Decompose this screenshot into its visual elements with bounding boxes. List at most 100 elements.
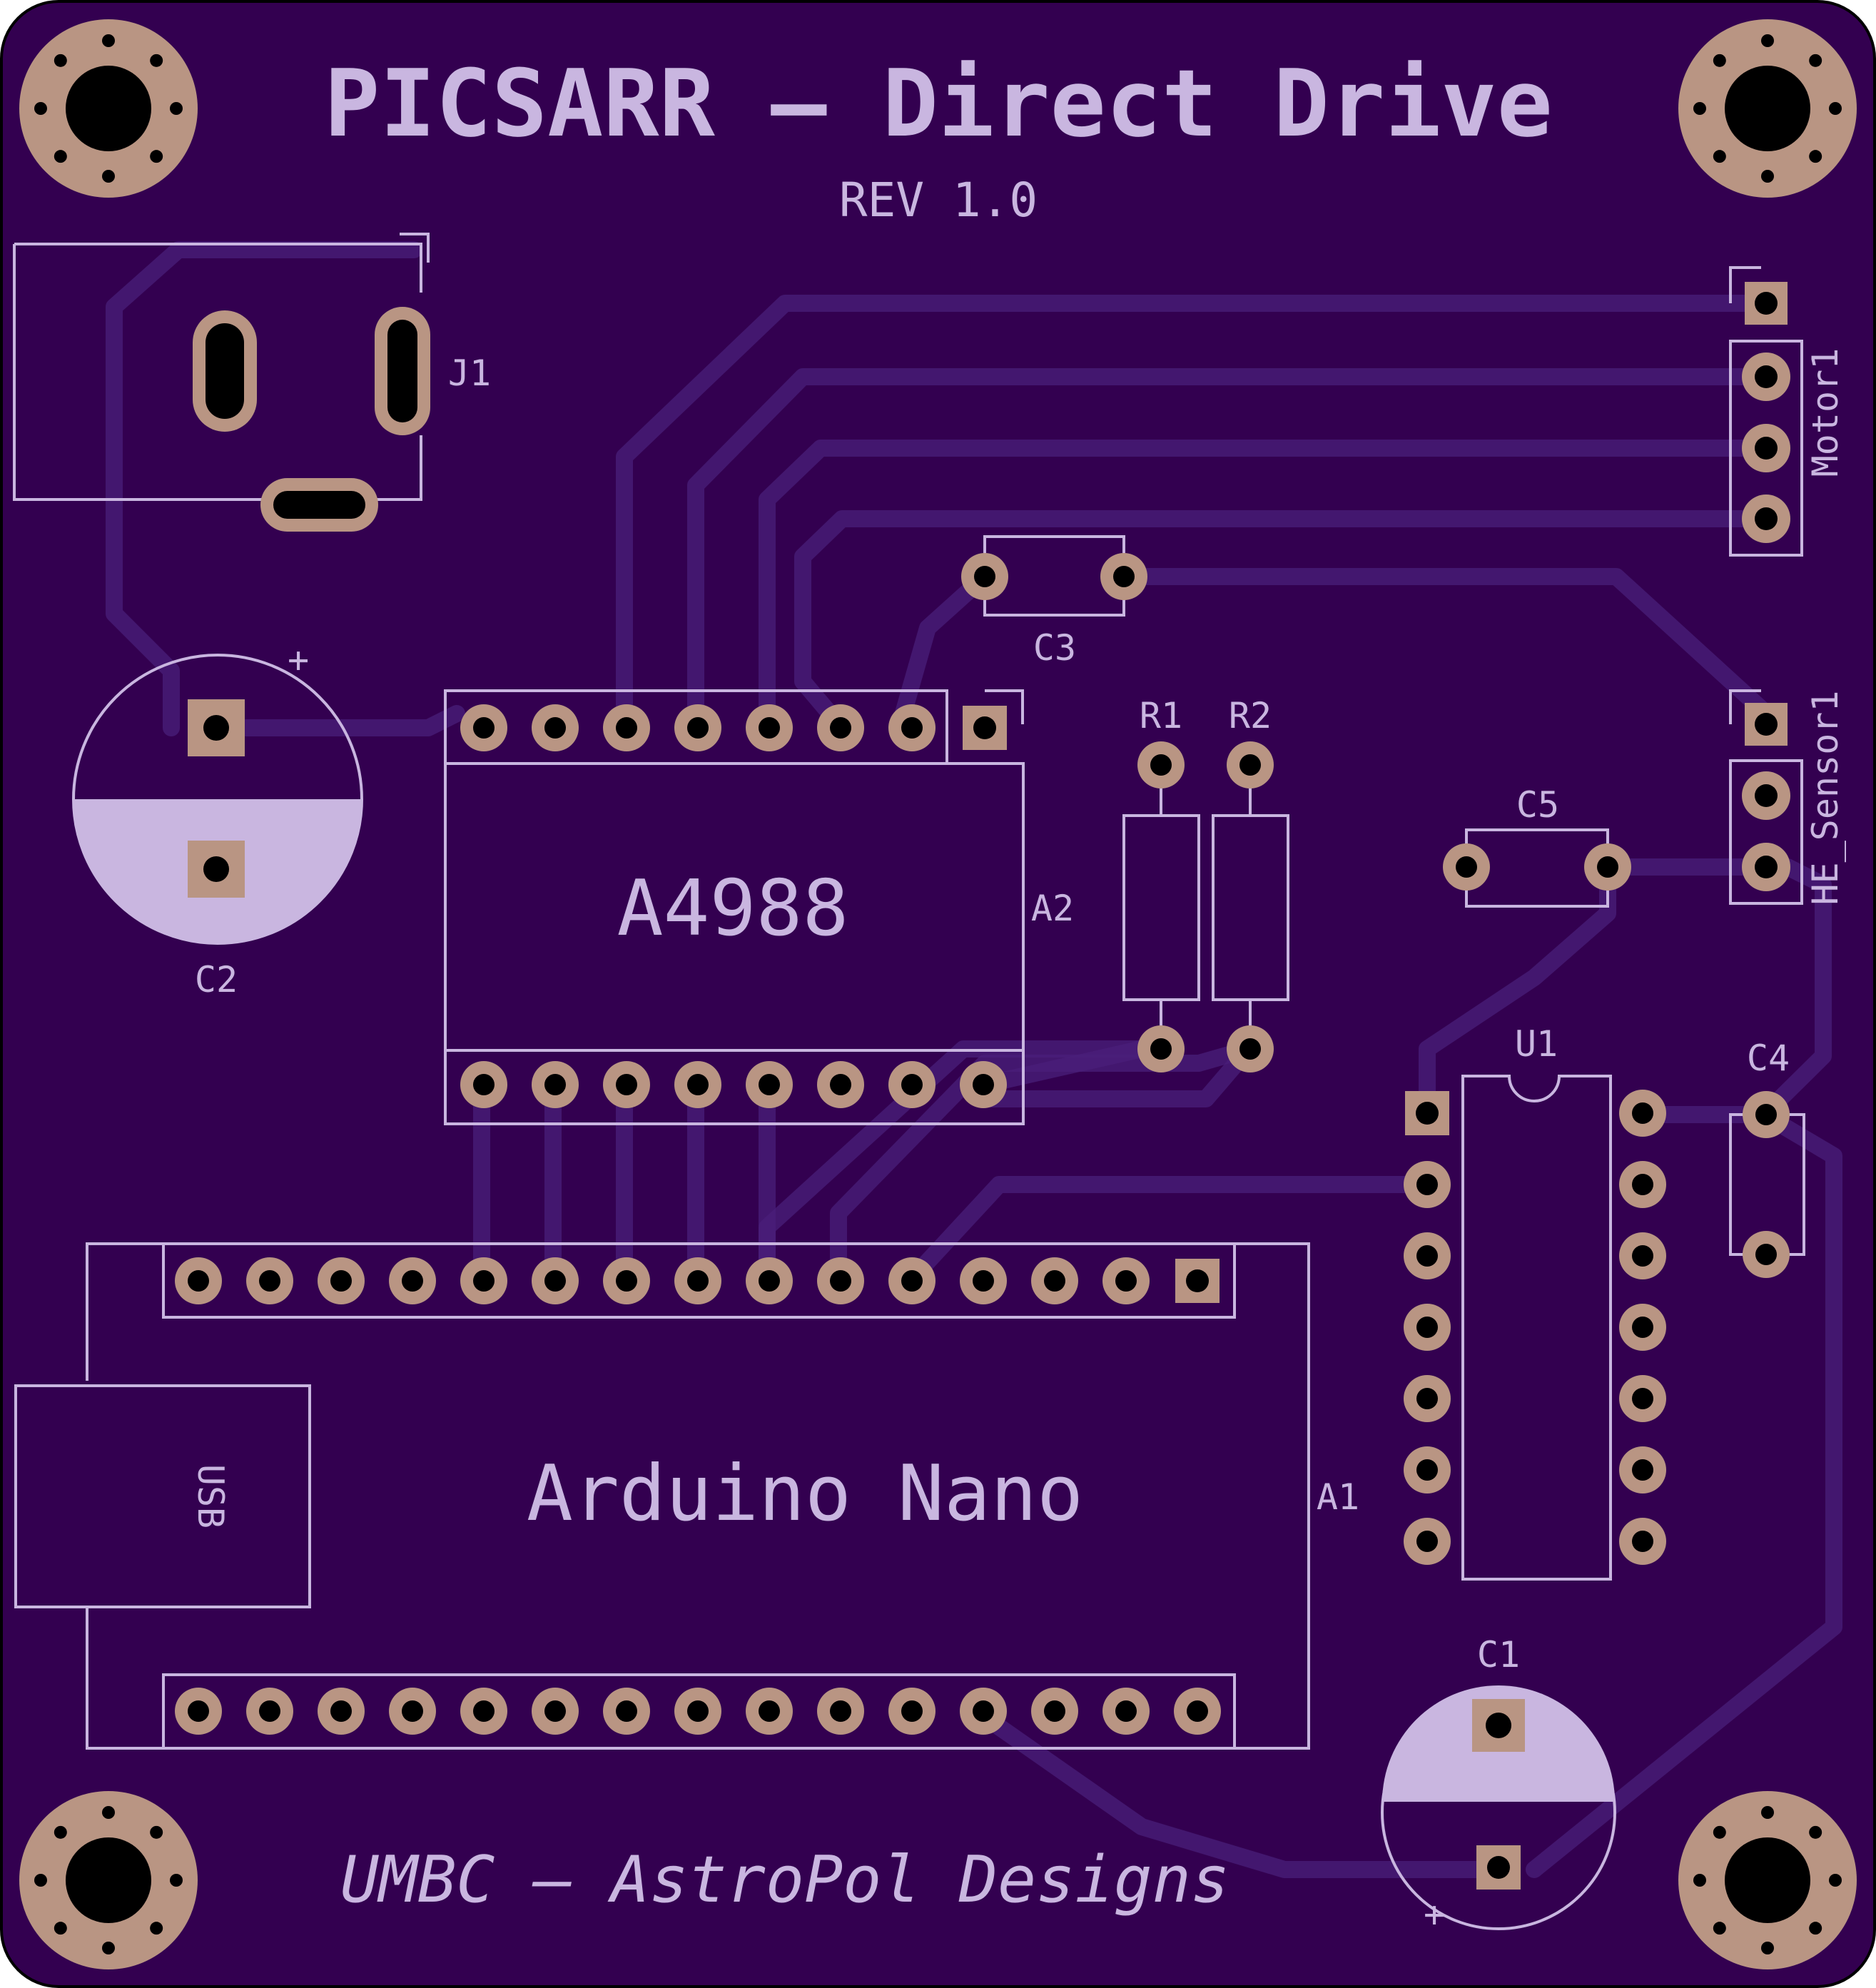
a2-top-pad-5-hole — [759, 717, 780, 739]
mount-tl-via — [170, 102, 183, 115]
a2-top-header — [444, 689, 948, 764]
motor1-pad-3-hole — [1755, 437, 1778, 460]
c4-outline-left — [1729, 1113, 1745, 1256]
a2-bottom-pad-1-hole — [473, 1074, 495, 1095]
motor1-pad-1-hole — [1755, 292, 1778, 315]
a2-bottom-pad-3-hole — [616, 1074, 637, 1095]
a2-bottom-pad-6-hole — [830, 1074, 851, 1095]
a1-top-pad-4-hole — [402, 1270, 423, 1292]
mount-tl-via — [150, 54, 163, 67]
mount-tl-via — [102, 170, 115, 183]
a1-top-pad-14-hole — [1115, 1270, 1137, 1292]
a1-top-pad-9-hole — [759, 1270, 780, 1292]
label-plus-c2: + — [288, 639, 309, 681]
a2-module-outline — [444, 762, 1025, 1125]
mount-tr-via — [1829, 102, 1842, 115]
a1-top-header — [162, 1242, 1236, 1319]
a1-bottom-pad-3-hole — [330, 1700, 352, 1722]
c4-outline-right — [1784, 1113, 1805, 1256]
a1-bottom-pad-13-hole — [1044, 1700, 1065, 1722]
a1-top-pad-7-hole — [616, 1270, 637, 1292]
a1-bottom-header — [162, 1673, 1236, 1750]
label-u1: U1 — [1515, 1023, 1558, 1065]
a2-bottom-pad-8-hole — [973, 1074, 994, 1095]
mount-bl-via — [102, 1806, 115, 1819]
trace-c3-down — [891, 568, 993, 736]
u1-pad-11-hole — [1632, 1317, 1653, 1338]
a1-top-pad-6-hole — [544, 1270, 566, 1292]
label-c4: C4 — [1747, 1038, 1790, 1079]
c2-pad-minus-hole — [203, 856, 229, 882]
j1-pad-side-hole — [273, 491, 365, 519]
a1-top-pad-2-hole — [259, 1270, 280, 1292]
a2-top-pad-1-hole — [473, 717, 495, 739]
a1-bottom-pad-14-hole — [1115, 1700, 1137, 1722]
r2-pad-2-hole — [1239, 1038, 1261, 1060]
a1-top-pad-10-hole — [830, 1270, 851, 1292]
u1-pad-14-hole — [1632, 1102, 1653, 1124]
a1-outline — [86, 1242, 1310, 1750]
mount-bl-via — [54, 1825, 67, 1839]
label-plus-c1: + — [1424, 1894, 1445, 1935]
mount-bl-via — [102, 1942, 115, 1954]
mount-tl-via — [54, 150, 67, 163]
trace-u1-nano — [901, 1176, 1436, 1289]
a1-bottom-pad-11-hole — [901, 1700, 923, 1722]
a2-bottom-pad-2-hole — [544, 1074, 566, 1095]
a1-bottom-pad-15-hole — [1187, 1700, 1208, 1722]
j1-pad-sleeve-hole — [387, 320, 417, 422]
mount-bl-via — [150, 1922, 163, 1935]
a1-top-pad-11-hole — [901, 1270, 923, 1292]
u1-pad-9-hole — [1632, 1459, 1653, 1481]
a1-bottom-pad-8-hole — [687, 1700, 709, 1722]
c1-pad-1-hole — [1486, 1713, 1511, 1738]
label-a2: A2 — [1031, 888, 1074, 929]
u1-pad-6-hole — [1416, 1459, 1438, 1481]
motor1-corner — [1729, 266, 1761, 303]
mount-bl-via — [34, 1874, 47, 1887]
c3-outline-bottom — [983, 599, 1125, 617]
a1-bottom-pad-10-hole — [830, 1700, 851, 1722]
he-sensor-pad-3-hole — [1755, 856, 1778, 878]
a1-top-pad-1-hole — [188, 1270, 209, 1292]
label-c1: C1 — [1477, 1634, 1520, 1675]
u1-pad-8-hole — [1632, 1531, 1653, 1552]
a1-bottom-pad-2-hole — [259, 1700, 280, 1722]
trace-motor-2 — [687, 368, 1771, 736]
a2-top-pad-3-hole — [616, 717, 637, 739]
mount-bl-via — [54, 1922, 67, 1935]
u1-pad-13-hole — [1632, 1174, 1653, 1195]
a1-bottom-pad-12-hole — [973, 1700, 994, 1722]
label-c2: C2 — [195, 959, 238, 1000]
label-a1: A1 — [1317, 1476, 1359, 1518]
label-driver-module: A4988 — [617, 864, 848, 953]
a2-top-pad-7-hole — [901, 717, 923, 739]
c3-pad-2-hole — [1113, 566, 1135, 587]
c4-pad-2-hole — [1755, 1244, 1777, 1265]
label-j1: J1 — [448, 353, 491, 394]
label-usb: USB — [190, 1464, 231, 1528]
u1-outline — [1461, 1075, 1612, 1581]
r2-pad-1-hole — [1239, 754, 1261, 776]
c3-pad-1-hole — [974, 566, 995, 587]
mount-tl-via — [54, 54, 67, 67]
mount-br-via — [1693, 1874, 1706, 1887]
mount-bl-via — [150, 1825, 163, 1839]
trace-r-nano — [759, 1040, 1168, 1289]
c1-pad-2-hole — [1487, 1856, 1510, 1879]
c5-pad-1-hole — [1456, 856, 1477, 878]
trace-j1-c2 — [106, 241, 422, 736]
j1-pad-center-hole — [206, 323, 244, 419]
c3-outline-top — [983, 535, 1125, 553]
trace-motor-1 — [616, 295, 1771, 736]
he-sensor-pad-2-hole — [1755, 784, 1778, 807]
a2-top-pad-4-hole — [687, 717, 709, 739]
a1-top-pad-12-hole — [973, 1270, 994, 1292]
mount-tr-via — [1809, 54, 1822, 67]
trace-c2-a2 — [209, 705, 465, 736]
pads — [34, 34, 1842, 1954]
mount-tr-via — [1761, 34, 1774, 47]
u1-pad-10-hole — [1632, 1388, 1653, 1409]
